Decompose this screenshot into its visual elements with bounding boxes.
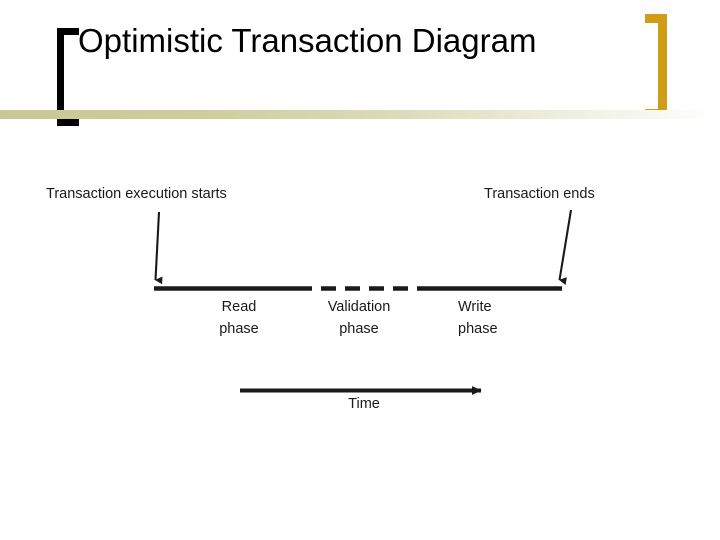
transaction-phase-diagram: Transaction execution starts Transaction… [0,150,720,540]
left-bracket-decoration [57,28,79,126]
start-leader-arrow [154,211,163,285]
read-phase-label: Read phase [219,299,259,337]
validation-phase-label: Validation phase [327,299,391,337]
transaction-start-label: Transaction execution starts [46,186,227,202]
page-title: Optimistic Transaction Diagram [78,22,537,59]
write-phase-label: Write phase [458,299,498,337]
title-underline-band [0,110,720,119]
transaction-end-label: Transaction ends [484,186,595,202]
title-block: Optimistic Transaction Diagram [0,0,720,150]
time-axis-label: Time [348,396,380,412]
diagram-vector-graphics [154,209,573,395]
right-bracket-decoration [645,14,667,118]
end-leader-arrow [558,209,573,285]
